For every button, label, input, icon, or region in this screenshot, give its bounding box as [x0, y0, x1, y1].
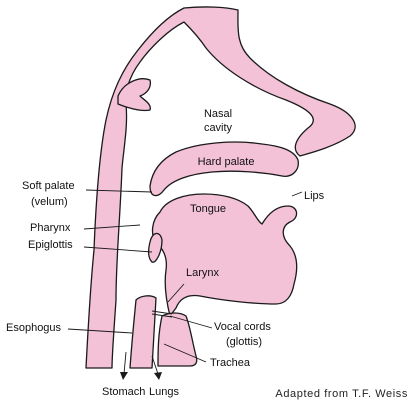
label-pharynx: Pharynx — [30, 222, 71, 234]
label-hard-palate: Hard palate — [198, 156, 255, 168]
label-soft-palate-line1: Soft palate — [22, 180, 75, 192]
label-larynx: Larynx — [186, 267, 220, 279]
label-esophogus: Esophogus — [6, 322, 62, 334]
epiglottis-flap — [149, 233, 162, 262]
label-epiglottis: Epiglottis — [28, 239, 73, 251]
label-nasal-line1: Nasal — [204, 108, 232, 120]
label-nasal-line2: cavity — [204, 122, 233, 134]
label-stomach: Stomach — [102, 386, 145, 398]
label-soft-palate-line2: (velum) — [31, 196, 68, 208]
label-vocal-cords-line2: (glottis) — [226, 336, 262, 348]
label-trachea: Trachea — [210, 357, 251, 369]
arrow-stomach-head — [120, 372, 128, 380]
larynx-front-wall — [158, 313, 197, 366]
credit-text: Adapted from T.F. Weiss — [275, 388, 408, 400]
arrow-stomach-shaft — [124, 352, 126, 374]
leader-lips — [292, 192, 302, 196]
label-lips: Lips — [304, 190, 325, 202]
arrow-lungs-head — [154, 372, 162, 380]
nasal-pharynx-esophagus-wall — [86, 7, 355, 368]
label-tongue: Tongue — [190, 203, 226, 215]
label-lungs: Lungs — [149, 386, 179, 398]
palate — [150, 142, 298, 196]
label-vocal-cords-line1: Vocal cords — [214, 321, 271, 333]
arrow-lungs-shaft — [152, 356, 158, 374]
